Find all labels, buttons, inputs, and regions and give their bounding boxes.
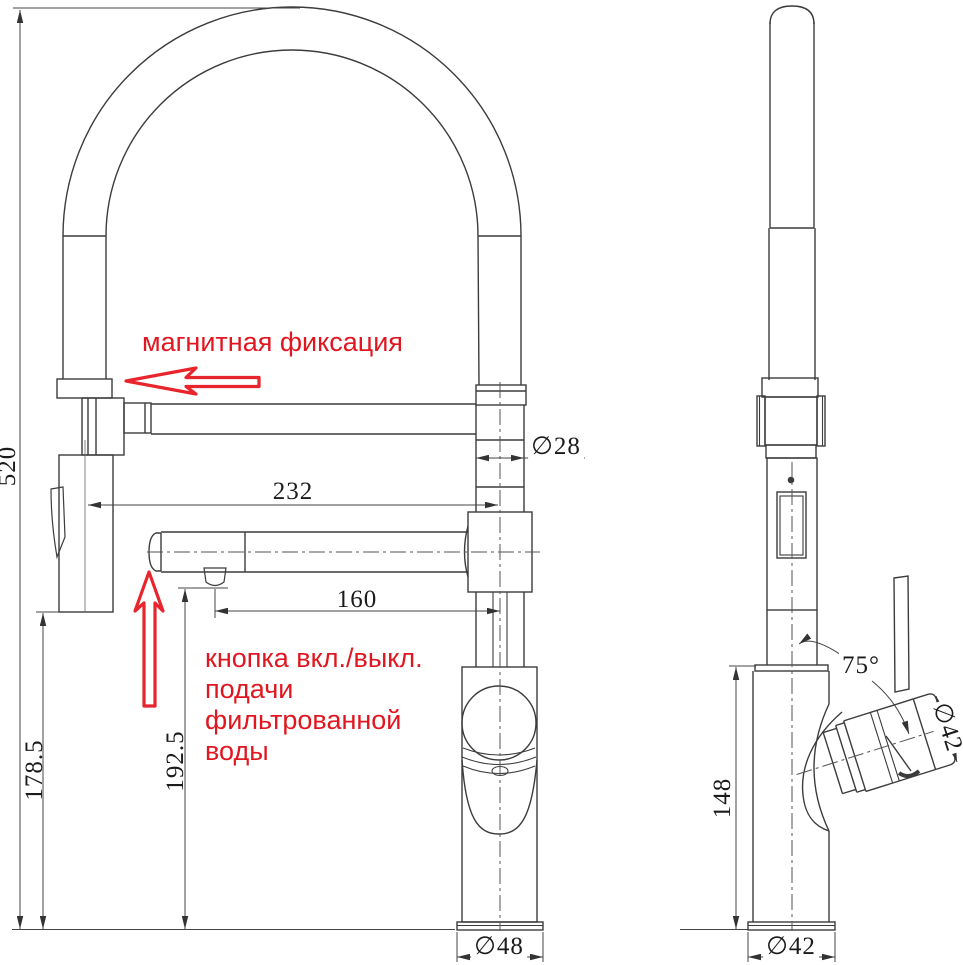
dim-label-front-base-diameter: ∅48 (471, 931, 527, 961)
side-tube (768, 5, 816, 380)
dim-label-total-height: 520 (0, 445, 21, 487)
annotation-magnetic-fixation: магнитная фиксация (142, 327, 403, 357)
handle-lever (893, 575, 910, 693)
annotation-arrows (124, 366, 261, 708)
magnetic-arrow (124, 366, 261, 396)
side-view (747, 5, 956, 933)
annotation-line-3: фильтрованной (205, 705, 402, 735)
annotation-line-1: кнопка вкл./выкл. (205, 643, 423, 673)
dimension-lines (12, 7, 958, 962)
leader-75-right (871, 680, 910, 735)
magnet-plate-right (816, 395, 826, 447)
dim-label-side-base-diameter: ∅42 (763, 931, 819, 961)
column-neck (475, 592, 525, 667)
faucet-arc-hose (62, 6, 522, 386)
handle-housing-dome (801, 711, 843, 832)
dim-label-handle-angle: 75° (839, 652, 883, 680)
annotation-line-2: подачи (205, 674, 294, 704)
dim-label-filtered-reach: 160 (336, 586, 378, 613)
main-column (475, 384, 527, 512)
side-holder (756, 377, 826, 665)
side-body (747, 664, 843, 931)
handle-notch (897, 769, 921, 778)
dim-label-column-diameter: ∅28 (528, 431, 584, 461)
dim-label-spray-clearance: 178.5 (21, 739, 48, 801)
button-arrow (133, 570, 165, 708)
magnet-plate-left (756, 395, 766, 447)
side-handle (796, 575, 956, 795)
front-view (50, 6, 544, 933)
dim-label-spout-reach: 232 (272, 478, 314, 505)
spray-head-assembly (50, 378, 152, 613)
indicator-dot (787, 476, 795, 484)
annotation-line-4: воды (205, 736, 269, 766)
handle-housing-intersection (813, 703, 830, 832)
filtered-water-button (203, 567, 227, 587)
dim-label-body-height: 148 (709, 777, 736, 819)
dim-label-button-clearance: 192.5 (162, 730, 189, 792)
centerlines-front (147, 382, 540, 933)
support-bar (151, 403, 476, 435)
annotation-filtered-water-button: кнопка вкл./выкл. подачи фильтрованной в… (205, 643, 423, 767)
